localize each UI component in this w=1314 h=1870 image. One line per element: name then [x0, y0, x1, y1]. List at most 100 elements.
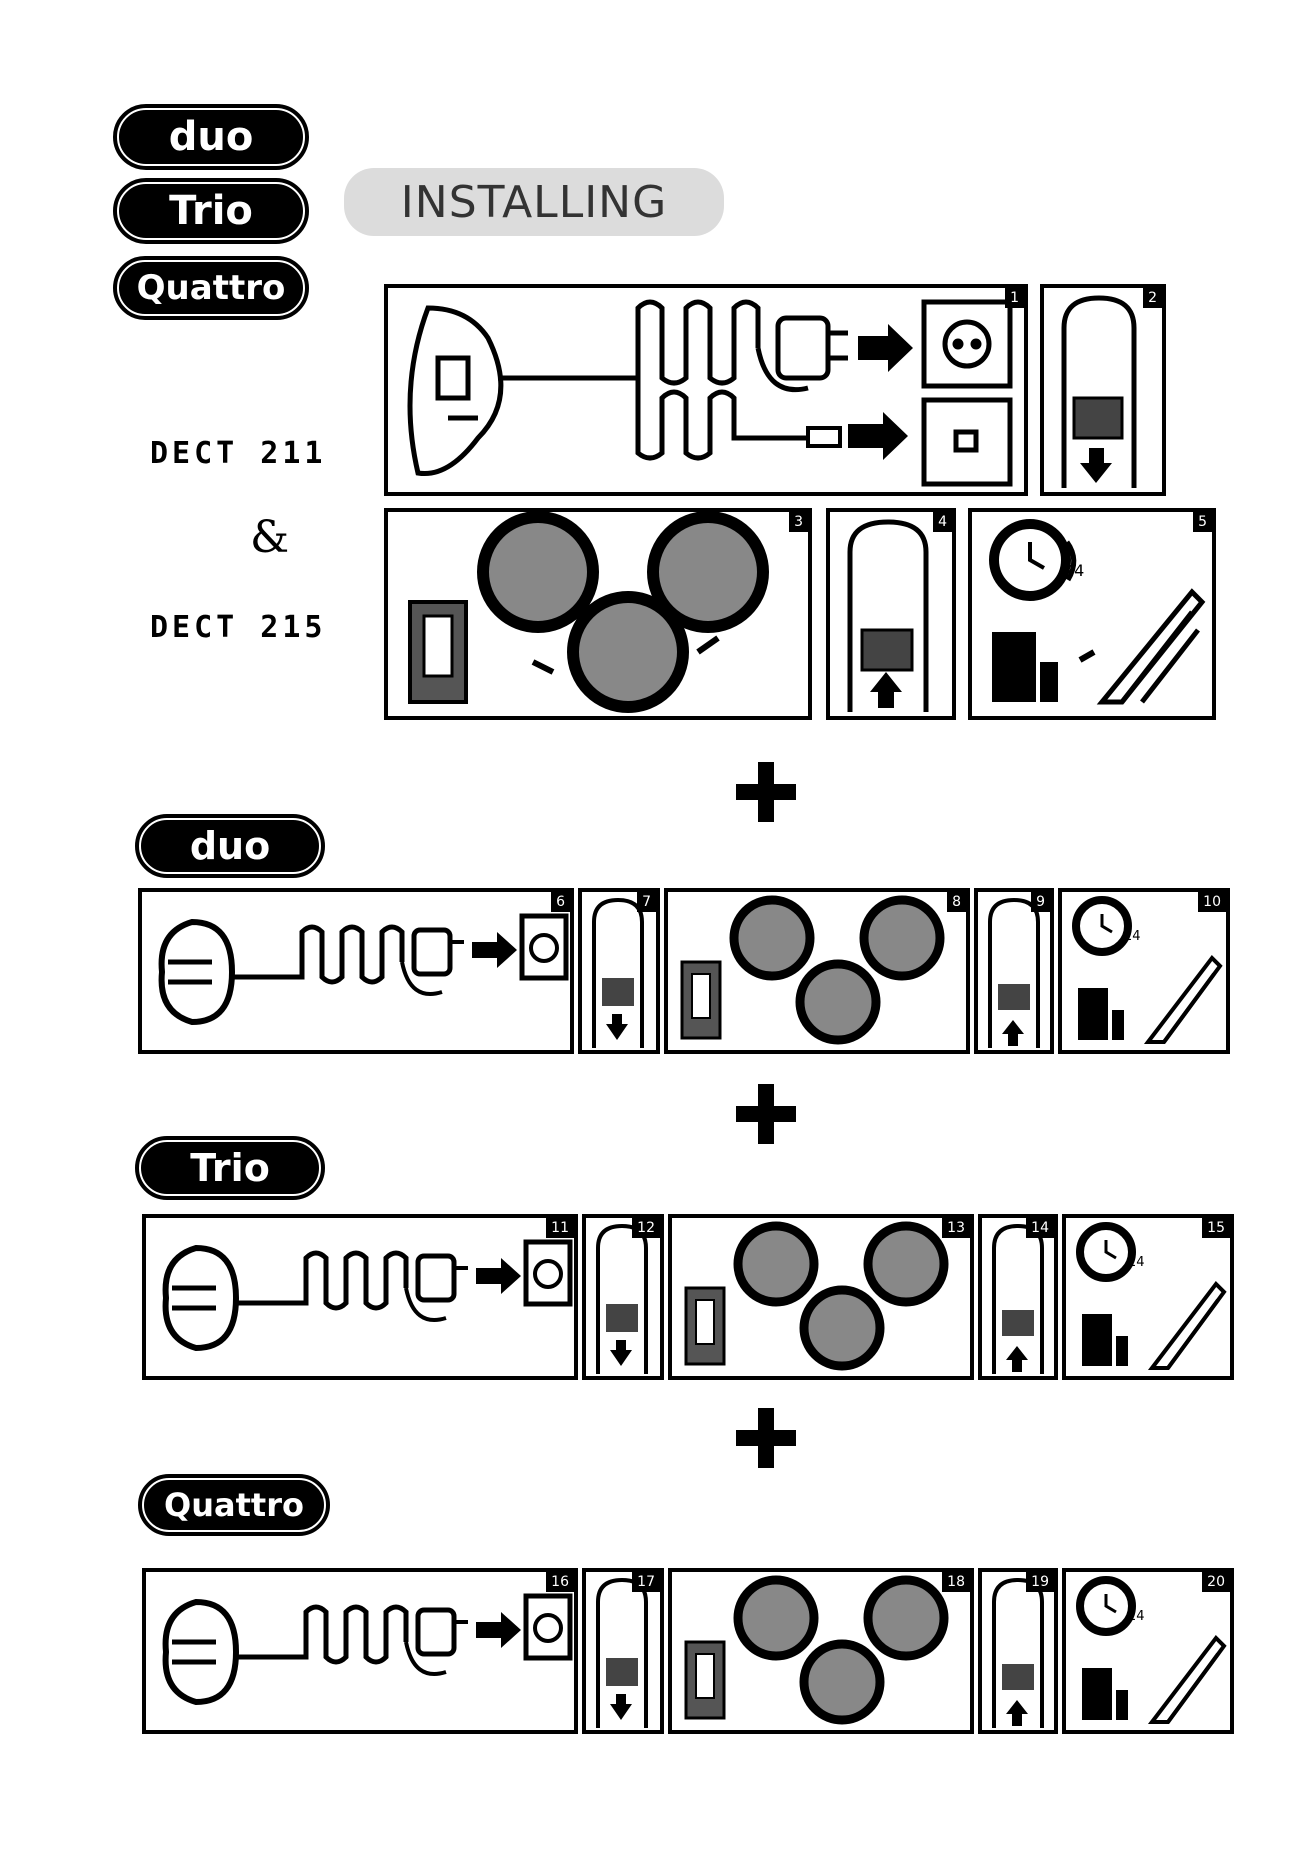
- handset-in-charger-icon: [978, 892, 1050, 1050]
- arrow-icon: [858, 324, 913, 372]
- badge-quattro: Quattro: [113, 256, 309, 320]
- coiled-cord-icon: [236, 1253, 406, 1308]
- coiled-cord-icon: [638, 302, 808, 458]
- arrow-icon: [848, 412, 908, 460]
- step-number: 9: [1031, 892, 1050, 912]
- section-badge-trio: Trio: [135, 1136, 325, 1200]
- step-number: 12: [632, 1218, 660, 1238]
- base-station-wiring-diagram: [388, 288, 1024, 492]
- clock-label: 24: [1128, 1255, 1145, 1270]
- step-panel-3: 3: [384, 508, 812, 720]
- step-panel-2: 2: [1040, 284, 1166, 496]
- wall-socket-icon: [522, 916, 566, 978]
- step-panel-5: 5 24: [968, 508, 1216, 720]
- base-to-socket-diagram: [142, 892, 570, 1050]
- duo-step-panel-9: 9: [974, 888, 1054, 1054]
- charger-icon: [162, 922, 232, 1022]
- quattro-step-panel-16: 16: [142, 1568, 578, 1734]
- clock-label: 24: [1128, 1609, 1145, 1624]
- arrow-icon: [472, 932, 517, 968]
- step-number: 8: [947, 892, 966, 912]
- phone-plug-icon: [808, 428, 840, 446]
- power-adapter-icon: [758, 318, 848, 390]
- power-adapter-icon: [418, 1610, 454, 1654]
- battery-compartment-icon: [388, 512, 808, 716]
- step-number: 16: [546, 1572, 574, 1592]
- duo-step-panel-7: 7: [578, 888, 660, 1054]
- quattro-step-panel-19: 19: [978, 1568, 1058, 1734]
- trio-step-panel-12: 12: [582, 1214, 664, 1380]
- phone-socket-icon: [924, 400, 1010, 484]
- step-number: 17: [632, 1572, 660, 1592]
- section-badge-trio-label: Trio: [141, 1142, 319, 1194]
- step-number: 14: [1026, 1218, 1054, 1238]
- quattro-step-panel-18: 18: [668, 1568, 974, 1734]
- step-panel-1: 1: [384, 284, 1028, 496]
- page-title: INSTALLING: [344, 168, 724, 236]
- step-number: 10: [1198, 892, 1226, 912]
- arrow-icon: [476, 1258, 521, 1294]
- step-number: 18: [942, 1572, 970, 1592]
- step-number: 3: [789, 512, 808, 532]
- arrow-icon: [476, 1612, 521, 1648]
- section-badge-duo-label: duo: [141, 820, 319, 872]
- battery-compartment-icon: [672, 1572, 970, 1730]
- badge-trio-label: Trio: [119, 184, 303, 238]
- duo-step-panel-6: 6: [138, 888, 574, 1054]
- clock-24h-icon: 24: [1066, 1572, 1230, 1730]
- clock-label: 24: [1064, 561, 1084, 580]
- handset-in-charger-icon: [982, 1572, 1054, 1730]
- model-label-215: Dect 215: [150, 610, 327, 645]
- plus-icon: [736, 1084, 796, 1144]
- section-badge-quattro: Quattro: [138, 1474, 330, 1536]
- step-number: 5: [1193, 512, 1212, 532]
- handset-in-charger-icon: [830, 512, 952, 716]
- charger-icon: [166, 1248, 236, 1348]
- handset-in-charger-icon: [586, 1572, 660, 1730]
- wall-socket-icon: [924, 302, 1010, 386]
- wall-socket-icon: [526, 1242, 570, 1304]
- step-number: 15: [1202, 1218, 1230, 1238]
- trio-step-panel-15: 15 24: [1062, 1214, 1234, 1380]
- step-number: 7: [637, 892, 656, 912]
- plus-icon: [736, 1408, 796, 1468]
- power-adapter-icon: [418, 1256, 454, 1300]
- ampersand: &: [250, 512, 289, 563]
- clock-label: 24: [1124, 929, 1141, 944]
- base-to-socket-diagram: [146, 1572, 574, 1730]
- step-number: 11: [546, 1218, 574, 1238]
- step-number: 4: [933, 512, 952, 532]
- plus-icon: [736, 762, 796, 822]
- coiled-cord-icon: [232, 927, 402, 982]
- base-station-icon: [410, 308, 501, 474]
- handset-in-charger-icon: [582, 892, 656, 1050]
- duo-step-panel-8: 8: [664, 888, 970, 1054]
- step-number: 1: [1005, 288, 1024, 308]
- coiled-cord-icon: [236, 1607, 406, 1662]
- clock-24h-icon: 24: [1066, 1218, 1230, 1376]
- step-number: 6: [551, 892, 570, 912]
- base-to-socket-diagram: [146, 1218, 574, 1376]
- trio-step-panel-13: 13: [668, 1214, 974, 1380]
- step-number: 19: [1026, 1572, 1054, 1592]
- step-panel-4: 4: [826, 508, 956, 720]
- step-number: 2: [1143, 288, 1162, 308]
- badge-duo-label: duo: [119, 110, 303, 164]
- handset-in-charger-icon: [586, 1218, 660, 1376]
- step-number: 13: [942, 1218, 970, 1238]
- quattro-step-panel-17: 17: [582, 1568, 664, 1734]
- duo-step-panel-10: 10 24: [1058, 888, 1230, 1054]
- model-label-211: Dect 211: [150, 436, 327, 471]
- section-badge-duo: duo: [135, 814, 325, 878]
- handset-in-charger-icon: [982, 1218, 1054, 1376]
- trio-step-panel-11: 11: [142, 1214, 578, 1380]
- wall-socket-icon: [526, 1596, 570, 1658]
- charger-icon: [166, 1602, 236, 1702]
- battery-compartment-icon: [668, 892, 966, 1050]
- battery-compartment-icon: [672, 1218, 970, 1376]
- quattro-step-panel-20: 20 24: [1062, 1568, 1234, 1734]
- clock-24h-icon: 24: [972, 512, 1212, 716]
- power-adapter-icon: [414, 930, 450, 974]
- trio-step-panel-14: 14: [978, 1214, 1058, 1380]
- badge-quattro-label: Quattro: [119, 262, 303, 314]
